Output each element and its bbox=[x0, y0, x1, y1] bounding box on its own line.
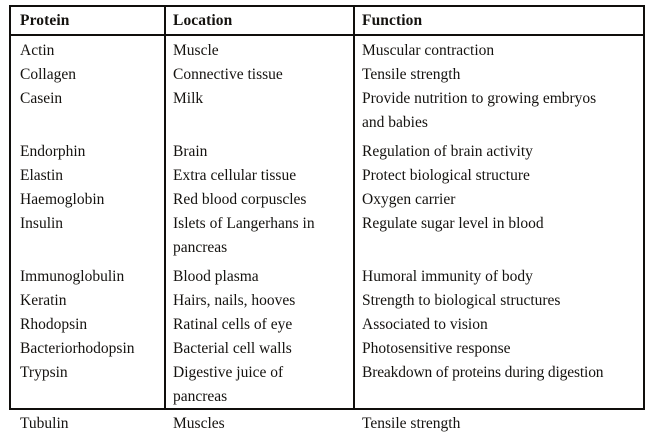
cell-location: Milk bbox=[173, 90, 204, 107]
table-row-continuation: pancreas bbox=[11, 236, 643, 260]
column-header-location: Location bbox=[173, 12, 233, 29]
cell-location: Connective tissue bbox=[173, 66, 283, 83]
cell-function: Strength to biological structures bbox=[362, 292, 561, 309]
table-row: Elastin Extra cellular tissue Protect bi… bbox=[11, 164, 643, 188]
cell-location: Extra cellular tissue bbox=[173, 167, 297, 184]
table-row: Collagen Connective tissue Tensile stren… bbox=[11, 63, 643, 87]
cell-protein: Bacteriorhodopsin bbox=[20, 340, 135, 357]
cell-location-line-2: pancreas bbox=[173, 388, 228, 405]
table-row-continuation: pancreas bbox=[11, 385, 643, 409]
cell-function: Muscular contraction bbox=[362, 42, 495, 59]
column-divider-2-body bbox=[353, 36, 355, 410]
table-row: Bacteriorhodopsin Bacterial cell walls P… bbox=[11, 337, 643, 361]
table-row: Casein Milk Provide nutrition to growing… bbox=[11, 87, 643, 111]
cell-protein: Trypsin bbox=[20, 364, 68, 381]
cell-function: Associated to vision bbox=[362, 316, 488, 333]
cell-function-line-1: Provide nutrition to growing embryos bbox=[362, 90, 597, 107]
cell-location: Muscle bbox=[173, 42, 219, 59]
table-row: Rhodopsin Ratinal cells of eye Associate… bbox=[11, 313, 643, 337]
protein-location-function-table: Protein Location Function Actin Muscle M… bbox=[9, 5, 645, 432]
column-divider-1 bbox=[164, 7, 166, 34]
cell-protein: Immunoglobulin bbox=[20, 268, 125, 285]
cell-protein: Insulin bbox=[20, 215, 64, 232]
cell-location: Blood plasma bbox=[173, 268, 259, 285]
table-row: Keratin Hairs, nails, hooves Strength to… bbox=[11, 289, 643, 313]
table-row: Insulin Islets of Langerhans in Regulate… bbox=[11, 212, 643, 236]
cell-function: Regulation of brain activity bbox=[362, 143, 533, 160]
cell-function-line-2: and babies bbox=[362, 114, 428, 131]
cell-protein: Collagen bbox=[20, 66, 76, 83]
column-header-protein: Protein bbox=[20, 12, 70, 29]
cell-location-line-1: Islets of Langerhans in bbox=[173, 215, 315, 232]
cell-function: Tensile strength bbox=[362, 66, 461, 83]
cell-protein: Haemoglobin bbox=[20, 191, 105, 208]
table-row: Immunoglobulin Blood plasma Humoral immu… bbox=[11, 265, 643, 289]
cell-function: Regulate sugar level in blood bbox=[362, 215, 544, 232]
cell-protein: Rhodopsin bbox=[20, 316, 88, 333]
cell-function: Protect biological structure bbox=[362, 167, 530, 184]
cell-protein: Elastin bbox=[20, 167, 64, 184]
cell-function: Oxygen carrier bbox=[362, 191, 456, 208]
cell-location-line-1: Digestive juice of bbox=[173, 364, 284, 381]
table-header-row: Protein Location Function bbox=[11, 7, 643, 36]
cell-function: Breakdown of proteins during digestion bbox=[362, 364, 604, 381]
column-divider-1-body bbox=[164, 36, 166, 410]
table-row-continuation: and babies bbox=[11, 111, 643, 135]
cell-protein: Casein bbox=[20, 90, 63, 107]
cell-function: Photosensitive response bbox=[362, 340, 511, 357]
table-row: Endorphin Brain Regulation of brain acti… bbox=[11, 140, 643, 164]
cell-location: Hairs, nails, hooves bbox=[173, 292, 296, 309]
table-row: Actin Muscle Muscular contraction bbox=[11, 39, 643, 63]
cell-protein: Endorphin bbox=[20, 143, 86, 160]
cell-protein: Actin bbox=[20, 42, 55, 59]
cell-protein: Keratin bbox=[20, 292, 67, 309]
cell-location-line-2: pancreas bbox=[173, 239, 228, 256]
cell-location: Red blood corpuscles bbox=[173, 191, 307, 208]
cell-location: Brain bbox=[173, 143, 208, 160]
table-row: Trypsin Digestive juice of Breakdown of … bbox=[11, 361, 643, 385]
table-row: Haemoglobin Red blood corpuscles Oxygen … bbox=[11, 188, 643, 212]
column-header-function: Function bbox=[362, 12, 423, 29]
cell-function: Humoral immunity of body bbox=[362, 268, 533, 285]
column-divider-2 bbox=[353, 7, 355, 34]
table-body: Actin Muscle Muscular contraction Collag… bbox=[11, 36, 643, 432]
cell-location: Bacterial cell walls bbox=[173, 340, 292, 357]
cell-location: Ratinal cells of eye bbox=[173, 316, 293, 333]
